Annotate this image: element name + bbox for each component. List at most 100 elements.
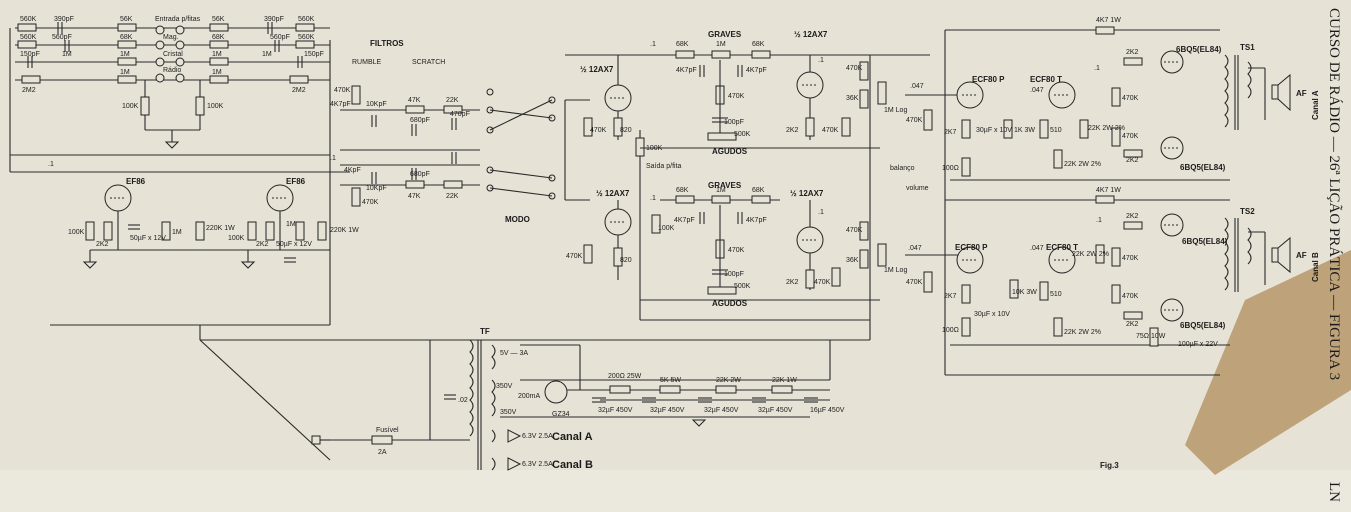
label-f-680pf-2: 680pF [410,171,430,178]
label-r-2m2-2: 2M2 [292,87,306,94]
label-tb-68k-1: 68K [676,187,689,194]
label-ecf80p-a: ECF80 P [972,75,1005,84]
label-pa-470k-3: 470K [906,117,923,124]
label-f-22k-2: 22K [446,193,459,200]
label-pb-2k2-2: 2K2 [1126,321,1139,328]
label-c-560pf-2: 560pF [270,34,290,41]
label-c-01-2: .1 [330,155,336,162]
label-tb-100k: 100K [658,225,675,232]
label-f-4kpf: 4KpF [344,167,361,174]
label-ta-36k: 36K [846,95,859,102]
label-f-47k-2: 47K [408,193,421,200]
label-pb-470k-3: 470K [906,279,923,286]
label-r-560k-1: 560K [20,16,37,23]
label-ef86-a: EF86 [126,177,146,186]
label-c16: 16µF 450V [810,407,845,414]
label-pb-2k7: 2K7 [944,293,957,300]
tone-stage-a [583,50,887,157]
label-tb-100pf: 100pF [724,271,744,278]
label-pa-2k7: 2K7 [944,129,957,136]
label-f-470pf: 470pF [450,111,470,118]
label-r-220k-1: 220K 1W [206,225,235,232]
label-pa-c01: .1 [1094,65,1100,72]
label-r-100k-2: 100K [207,103,224,110]
label-tb-1mlog: 1M Log [884,267,907,274]
label-pa-2k2-1: 2K2 [1126,49,1139,56]
label-tb-470k-1: 470K [728,247,745,254]
label-tb-470k-2: 470K [566,253,583,260]
label-rumble: RUMBLE [352,59,382,66]
label-pb-047-1: .047 [908,245,922,252]
tape-strip [1185,250,1351,475]
label-6bq5-2: 6BQ5(EL84) [1180,163,1226,172]
label-ecf80t-b: ECF80 T [1046,243,1078,252]
label-pb-470k-1: 470K [1122,255,1139,262]
label-r-2k2-1: 2K2 [96,241,109,248]
label-f-47k-1: 47K [408,97,421,104]
label-tb-68k-2: 68K [752,187,765,194]
label-f-470k-1: 470K [334,87,351,94]
preamp-ef86 [82,184,330,269]
label-r200: 200Ω 25W [608,373,642,380]
label-r22k-2w: 22K 2W [716,377,741,384]
label-r-1m-5: 1M [172,229,182,236]
label-canal-a-out: Canal A [1311,90,1320,120]
label-ax7-4: ½ 12AX7 [790,189,824,198]
figure-label: Fig.3 [1100,461,1119,470]
label-f-680pf-1: 680pF [410,117,430,124]
label-pa-047-2: .047 [1030,87,1044,94]
label-tb-1m: 1M [716,187,726,194]
label-ecf80p-b: ECF80 P [955,243,988,252]
label-cristal: Cristal [163,51,183,58]
label-ta-100k: 100K [646,145,663,152]
label-c32-3: 32µF 450V [704,407,739,414]
labels: 560K 390pF 560K 560pF 150pF 1M 2M2 56K 5… [20,8,1343,502]
label-c-560pf-1: 560pF [52,34,72,41]
label-ta-820: 820 [620,127,632,134]
label-ta-68k-2: 68K [752,41,765,48]
label-ax7-2: ½ 12AX7 [794,30,828,39]
label-tb-820: 820 [620,257,632,264]
label-canal-a-heater: Canal A [552,431,593,443]
label-pa-30uf: 30µF x 10V [976,127,1012,134]
power-amp-b [923,195,1291,347]
label-pb-c01: .1 [1096,217,1102,224]
label-ta-500k: 500K [734,131,751,138]
label-tb-c1: .1 [650,195,656,202]
label-balanco: balanço [890,165,915,172]
label-fuse-2a: 2A [378,449,387,456]
label-c-50uf-1: 50µF x 12V [130,235,166,242]
label-r-1m-4: 1M [212,69,222,76]
label-pb-22k-1: 22K 2W 2% [1072,251,1109,258]
label-ecf80t-a: ECF80 T [1030,75,1062,84]
label-pb-470k-2: 470K [1122,293,1139,300]
label-mag: Mag. [163,34,179,41]
label-ef86-b: EF86 [286,177,306,186]
label-pb-30uf: 30µF x 10V [974,311,1010,318]
label-ta-68k-1: 68K [676,41,689,48]
label-volume: volume [906,185,929,192]
label-ax7-3: ½ 12AX7 [596,189,630,198]
label-f-4k7pf: 4K7pF [330,101,351,108]
side-title: CURSO DE RÁDIO — 26ª LIÇÃO PRÁTICA — FIG… [1326,8,1343,380]
label-tb-500k: 500K [734,283,751,290]
label-pa-100ohm: 100Ω [942,165,959,172]
label-r-2k2-2: 2K2 [256,241,269,248]
label-6bq5-1: 6BQ5(EL84) [1176,45,1222,54]
label-6bq5-3: 6BQ5(EL84) [1182,237,1228,246]
label-ts1: TS1 [1240,43,1255,52]
label-fusivel: Fusível [376,427,399,434]
label-pa-510: 510 [1050,127,1062,134]
label-pb-510: 510 [1050,291,1062,298]
bus-wires [9,28,1230,461]
label-canal-b-heater: Canal B [552,459,593,471]
label-agudos-b: AGUDOS [712,299,748,308]
label-af-a: AF [1296,89,1307,98]
label-ax7-1: ½ 12AX7 [580,65,614,74]
label-6bq5-4: 6BQ5(EL84) [1180,321,1226,330]
label-r-2m2-1: 2M2 [22,87,36,94]
input-selector [100,23,240,149]
left-eq-network [15,22,100,84]
label-r-68k-1: 68K [120,34,133,41]
